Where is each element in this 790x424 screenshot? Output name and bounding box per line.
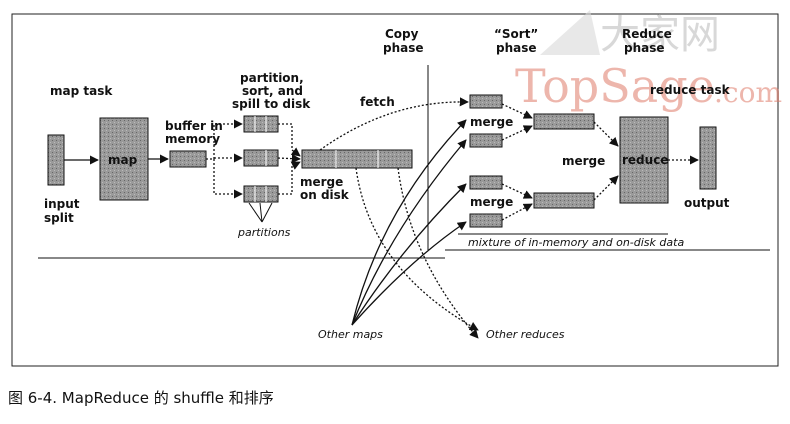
reduce-side-arrows <box>501 103 699 221</box>
reduce-phase-label-1: Reduce <box>622 27 672 41</box>
merged-map-output <box>301 149 413 169</box>
fetched-segment-1 <box>469 94 503 109</box>
sort-phase-label-2: phase <box>496 41 537 55</box>
partitions-label: partitions <box>237 226 291 239</box>
input-split-label-2: split <box>44 211 74 225</box>
map-box-label: map <box>108 153 138 167</box>
copy-phase-label-2: phase <box>383 41 424 55</box>
copy-phase-label-1: Copy <box>385 27 419 41</box>
input-split-label-1: input <box>44 197 80 211</box>
buffer-box <box>169 150 207 168</box>
sort-phase-label-1: “Sort” <box>494 27 538 41</box>
output-box <box>699 126 717 190</box>
partition-label-3: spill to disk <box>232 97 311 111</box>
input-split-box <box>47 134 65 186</box>
other-reduces-label: Other reduces <box>486 328 565 341</box>
mapreduce-shuffle-diagram: 大家网 TopSage .com Copy phase “Sort” phase… <box>11 10 782 367</box>
fetched-segment-2 <box>469 133 503 148</box>
other-maps-arrows <box>351 119 467 326</box>
reduce-box <box>619 116 669 204</box>
svg-text:TopSage: TopSage <box>515 59 715 113</box>
reduce-box-label: reduce <box>622 153 668 167</box>
output-label: output <box>684 196 730 210</box>
map-box <box>99 117 149 201</box>
spill-file-bottom <box>243 185 279 203</box>
buffer-label-2: memory <box>165 132 220 146</box>
merged-segment-top <box>533 113 595 130</box>
partition-label-2: sort, and <box>242 84 303 98</box>
spill-file-top <box>243 115 279 133</box>
merge-bottom-label: merge <box>470 195 513 209</box>
fetched-segment-3 <box>469 175 503 190</box>
figure-frame <box>11 13 779 367</box>
partitions-pointer <box>248 202 273 223</box>
spill-file-middle <box>243 149 279 167</box>
other-maps-label: Other maps <box>318 328 383 341</box>
map-task-title: map task <box>50 84 113 98</box>
figure-caption: 图 6-4. MapReduce 的 shuffle 和排序 <box>8 389 274 407</box>
fetch-label: fetch <box>360 95 395 109</box>
map-side-arrows <box>64 119 301 199</box>
fetched-segment-4 <box>469 213 503 228</box>
merge-on-disk-label-1: merge <box>300 175 343 189</box>
mixture-label: mixture of in-memory and on-disk data <box>468 236 684 249</box>
fetch-arrow <box>319 97 469 151</box>
buffer-label-1: buffer in <box>165 119 223 133</box>
merge-top-label: merge <box>470 115 513 129</box>
reduce-task-title: reduce task <box>650 83 731 97</box>
other-reduces-arrows <box>355 167 479 339</box>
svg-text:.com: .com <box>714 76 782 109</box>
merge-middle-label: merge <box>562 154 605 168</box>
svg-text:大家网: 大家网 <box>600 12 720 58</box>
merge-on-disk-label-2: on disk <box>300 188 350 202</box>
reduce-phase-label-2: phase <box>624 41 665 55</box>
merged-segment-bottom <box>533 192 595 209</box>
watermark: 大家网 TopSage .com <box>515 10 782 113</box>
partition-label-1: partition, <box>240 71 304 85</box>
